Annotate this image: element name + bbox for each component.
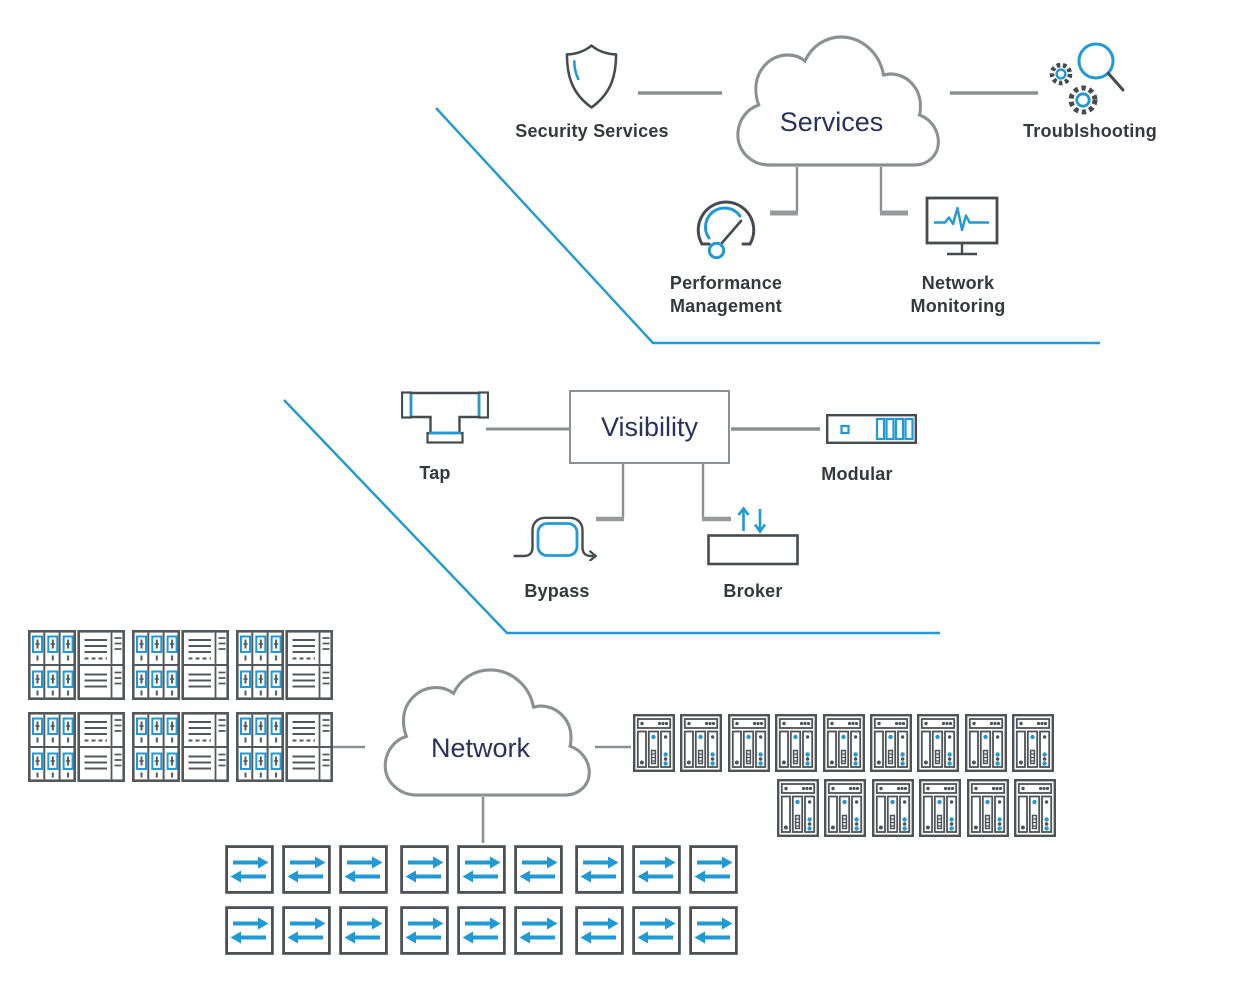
server-rack-icon [132, 712, 229, 782]
server-rack-icon [236, 712, 333, 782]
broker-icon [707, 504, 799, 566]
appliance-icon [965, 714, 1007, 772]
network-cloud-title: Network [430, 733, 531, 763]
appliance-icon [967, 779, 1009, 837]
switch-icon [689, 906, 738, 955]
modular-label: Modular [821, 464, 893, 484]
server-racks-grid [28, 630, 333, 782]
server-rack-icon [28, 630, 125, 700]
broker-label: Broker [723, 581, 783, 601]
switch-icon [514, 906, 563, 955]
shield-icon [563, 42, 620, 112]
appliance-icon [823, 714, 865, 772]
appliance-row-top [633, 714, 1054, 772]
switch-icon [282, 845, 331, 894]
gears-magnifier-icon [1046, 40, 1128, 118]
switch-icon [282, 906, 331, 955]
separator-line-services [435, 107, 1100, 345]
appliance-icon [870, 714, 912, 772]
security-services-label: Security Services [515, 121, 669, 141]
appliance-icon [775, 714, 817, 772]
switch-icon [632, 845, 681, 894]
performance-management-label-line2: Management [669, 296, 783, 316]
server-rack-icon [236, 630, 333, 700]
switch-icon [400, 906, 449, 955]
visibility-box: Visibility [569, 390, 730, 464]
bypass-loop-icon [512, 515, 600, 561]
monitor-pulse-icon [924, 196, 1000, 260]
switch-icon [689, 845, 738, 894]
switch-icon [339, 845, 388, 894]
switch-icon [225, 906, 274, 955]
network-monitoring-label: Network Monitoring [858, 272, 1058, 318]
appliance-icon [633, 714, 675, 772]
appliance-icon [1012, 714, 1054, 772]
network-monitoring-label-line1: Network [921, 273, 995, 293]
appliance-icon [680, 714, 722, 772]
switch-icon [575, 906, 624, 955]
switch-icon [514, 845, 563, 894]
appliance-icon [824, 779, 866, 837]
appliance-icon [872, 779, 914, 837]
appliance-icon [777, 779, 819, 837]
switch-icon [457, 845, 506, 894]
appliance-icon [1014, 779, 1056, 837]
services-cloud-title: Services [779, 107, 884, 137]
switch-row-2 [225, 906, 738, 955]
gauge-icon [688, 194, 764, 260]
tap-label: Tap [419, 463, 451, 483]
appliance-icon [917, 714, 959, 772]
server-rack-icon [28, 712, 125, 782]
server-rack-icon [132, 630, 229, 700]
tap-icon [401, 387, 489, 445]
switch-icon [225, 845, 274, 894]
appliance-icon [919, 779, 961, 837]
switch-icon [632, 906, 681, 955]
separator-line-visibility [283, 399, 940, 635]
switch-icon [575, 845, 624, 894]
troubleshooting-label: Troublshooting [1023, 121, 1157, 141]
appliance-icon [728, 714, 770, 772]
switch-icon [457, 906, 506, 955]
switch-icon [339, 906, 388, 955]
switch-icon [400, 845, 449, 894]
modular-chassis-icon [826, 414, 917, 444]
performance-management-label: Performance Management [626, 272, 826, 318]
network-monitoring-label-line2: Monitoring [910, 296, 1006, 316]
bypass-label: Bypass [524, 581, 590, 601]
switch-row-1 [225, 845, 738, 894]
visibility-box-title: Visibility [600, 411, 699, 442]
performance-management-label-line1: Performance [669, 273, 783, 293]
appliance-row-bottom [777, 779, 1056, 837]
services-cloud-icon [718, 34, 945, 168]
